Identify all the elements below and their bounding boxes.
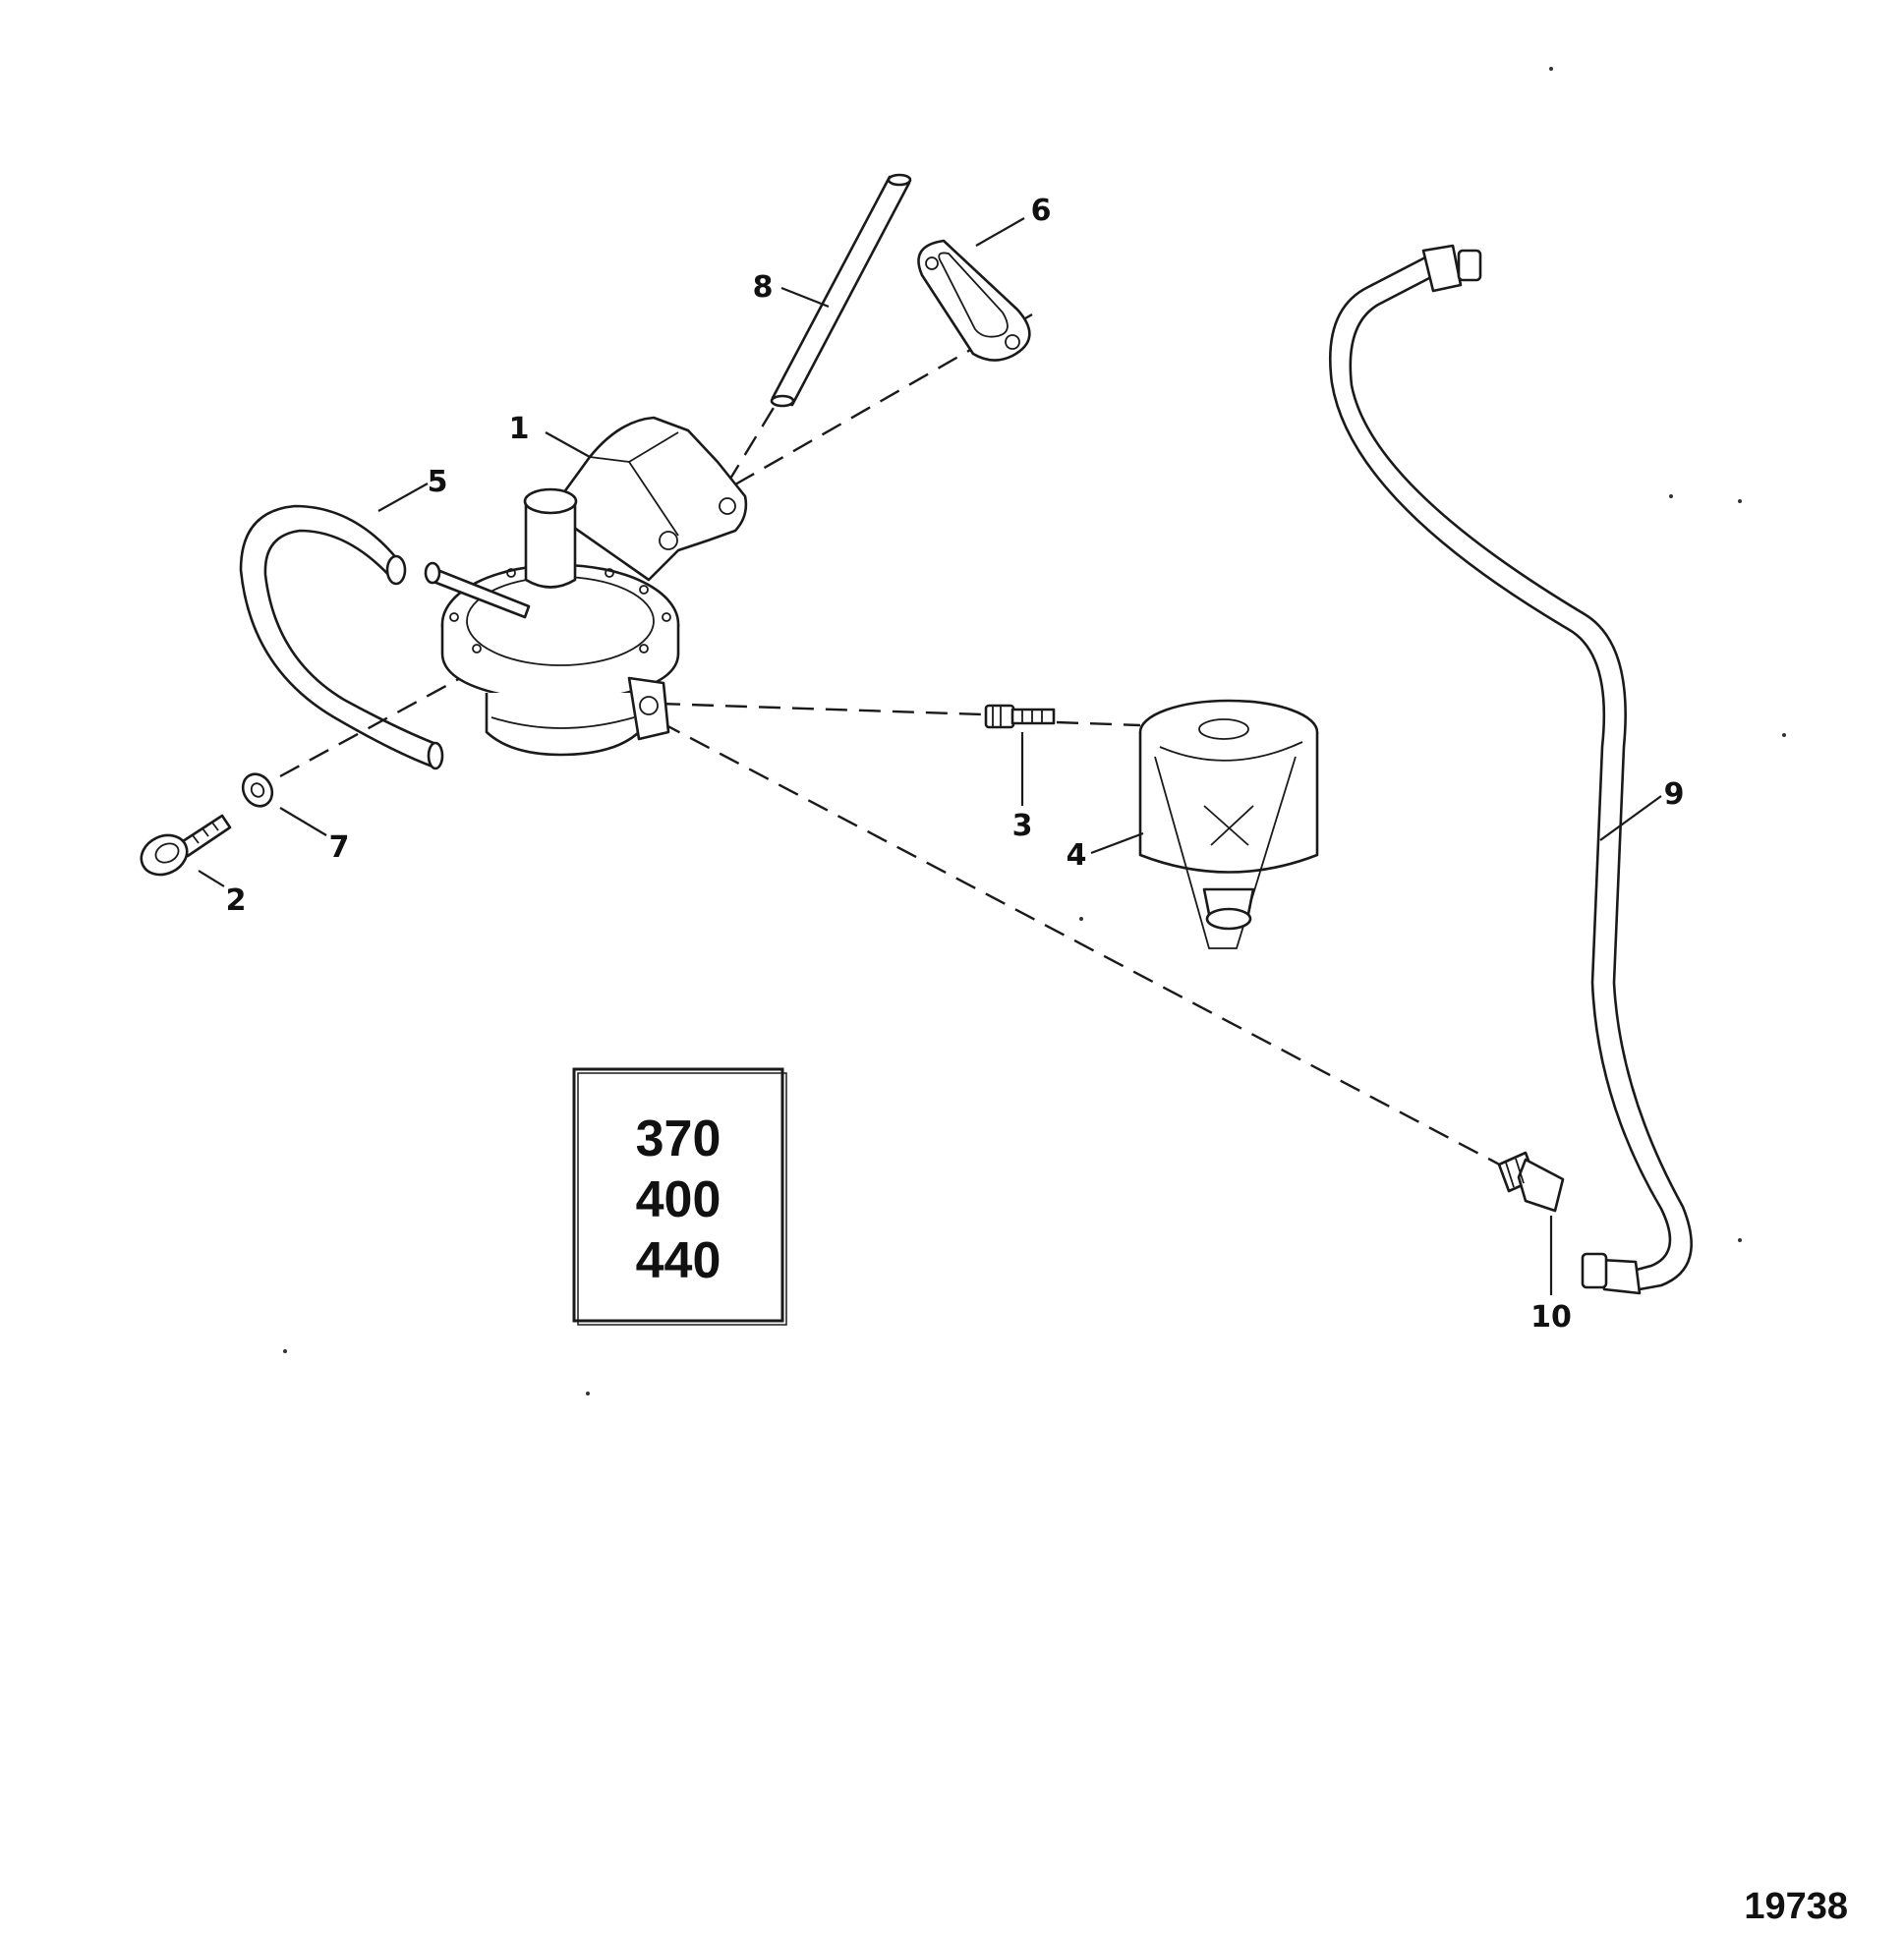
fitting-part-3	[984, 704, 1056, 729]
callout-labels: 1 2 3 4 5 6 7 8 9 10	[226, 194, 1685, 1335]
model-440: 440	[636, 1232, 721, 1289]
callout-3: 3	[1012, 809, 1033, 843]
fuel-pump-part	[424, 416, 748, 757]
model-400: 400	[636, 1171, 721, 1228]
hose-part	[239, 504, 444, 770]
callout-5: 5	[428, 465, 448, 499]
callout-10: 10	[1530, 1300, 1572, 1335]
callout-7: 7	[329, 830, 350, 865]
callout-8: 8	[753, 270, 774, 305]
fuel-line-part	[1328, 244, 1693, 1295]
callout-9: 9	[1664, 777, 1685, 812]
leader-lines	[198, 217, 1662, 1295]
washer-part	[241, 772, 274, 808]
callout-4: 4	[1067, 838, 1087, 873]
figure-number: 19738	[1744, 1886, 1848, 1927]
model-370: 370	[636, 1110, 721, 1167]
callout-6: 6	[1031, 194, 1052, 228]
fuel-filter-bowl-part	[1138, 699, 1319, 949]
gasket-part	[917, 239, 1031, 362]
callout-2: 2	[226, 883, 247, 918]
model-box: 370 400 440	[572, 1067, 787, 1326]
scan-specks	[283, 67, 1786, 1395]
bolt-part	[140, 814, 232, 877]
alignment-lines	[279, 313, 1510, 1171]
fitting-part-10	[1497, 1151, 1565, 1213]
callout-1: 1	[509, 412, 530, 446]
push-rod-part	[770, 173, 912, 408]
